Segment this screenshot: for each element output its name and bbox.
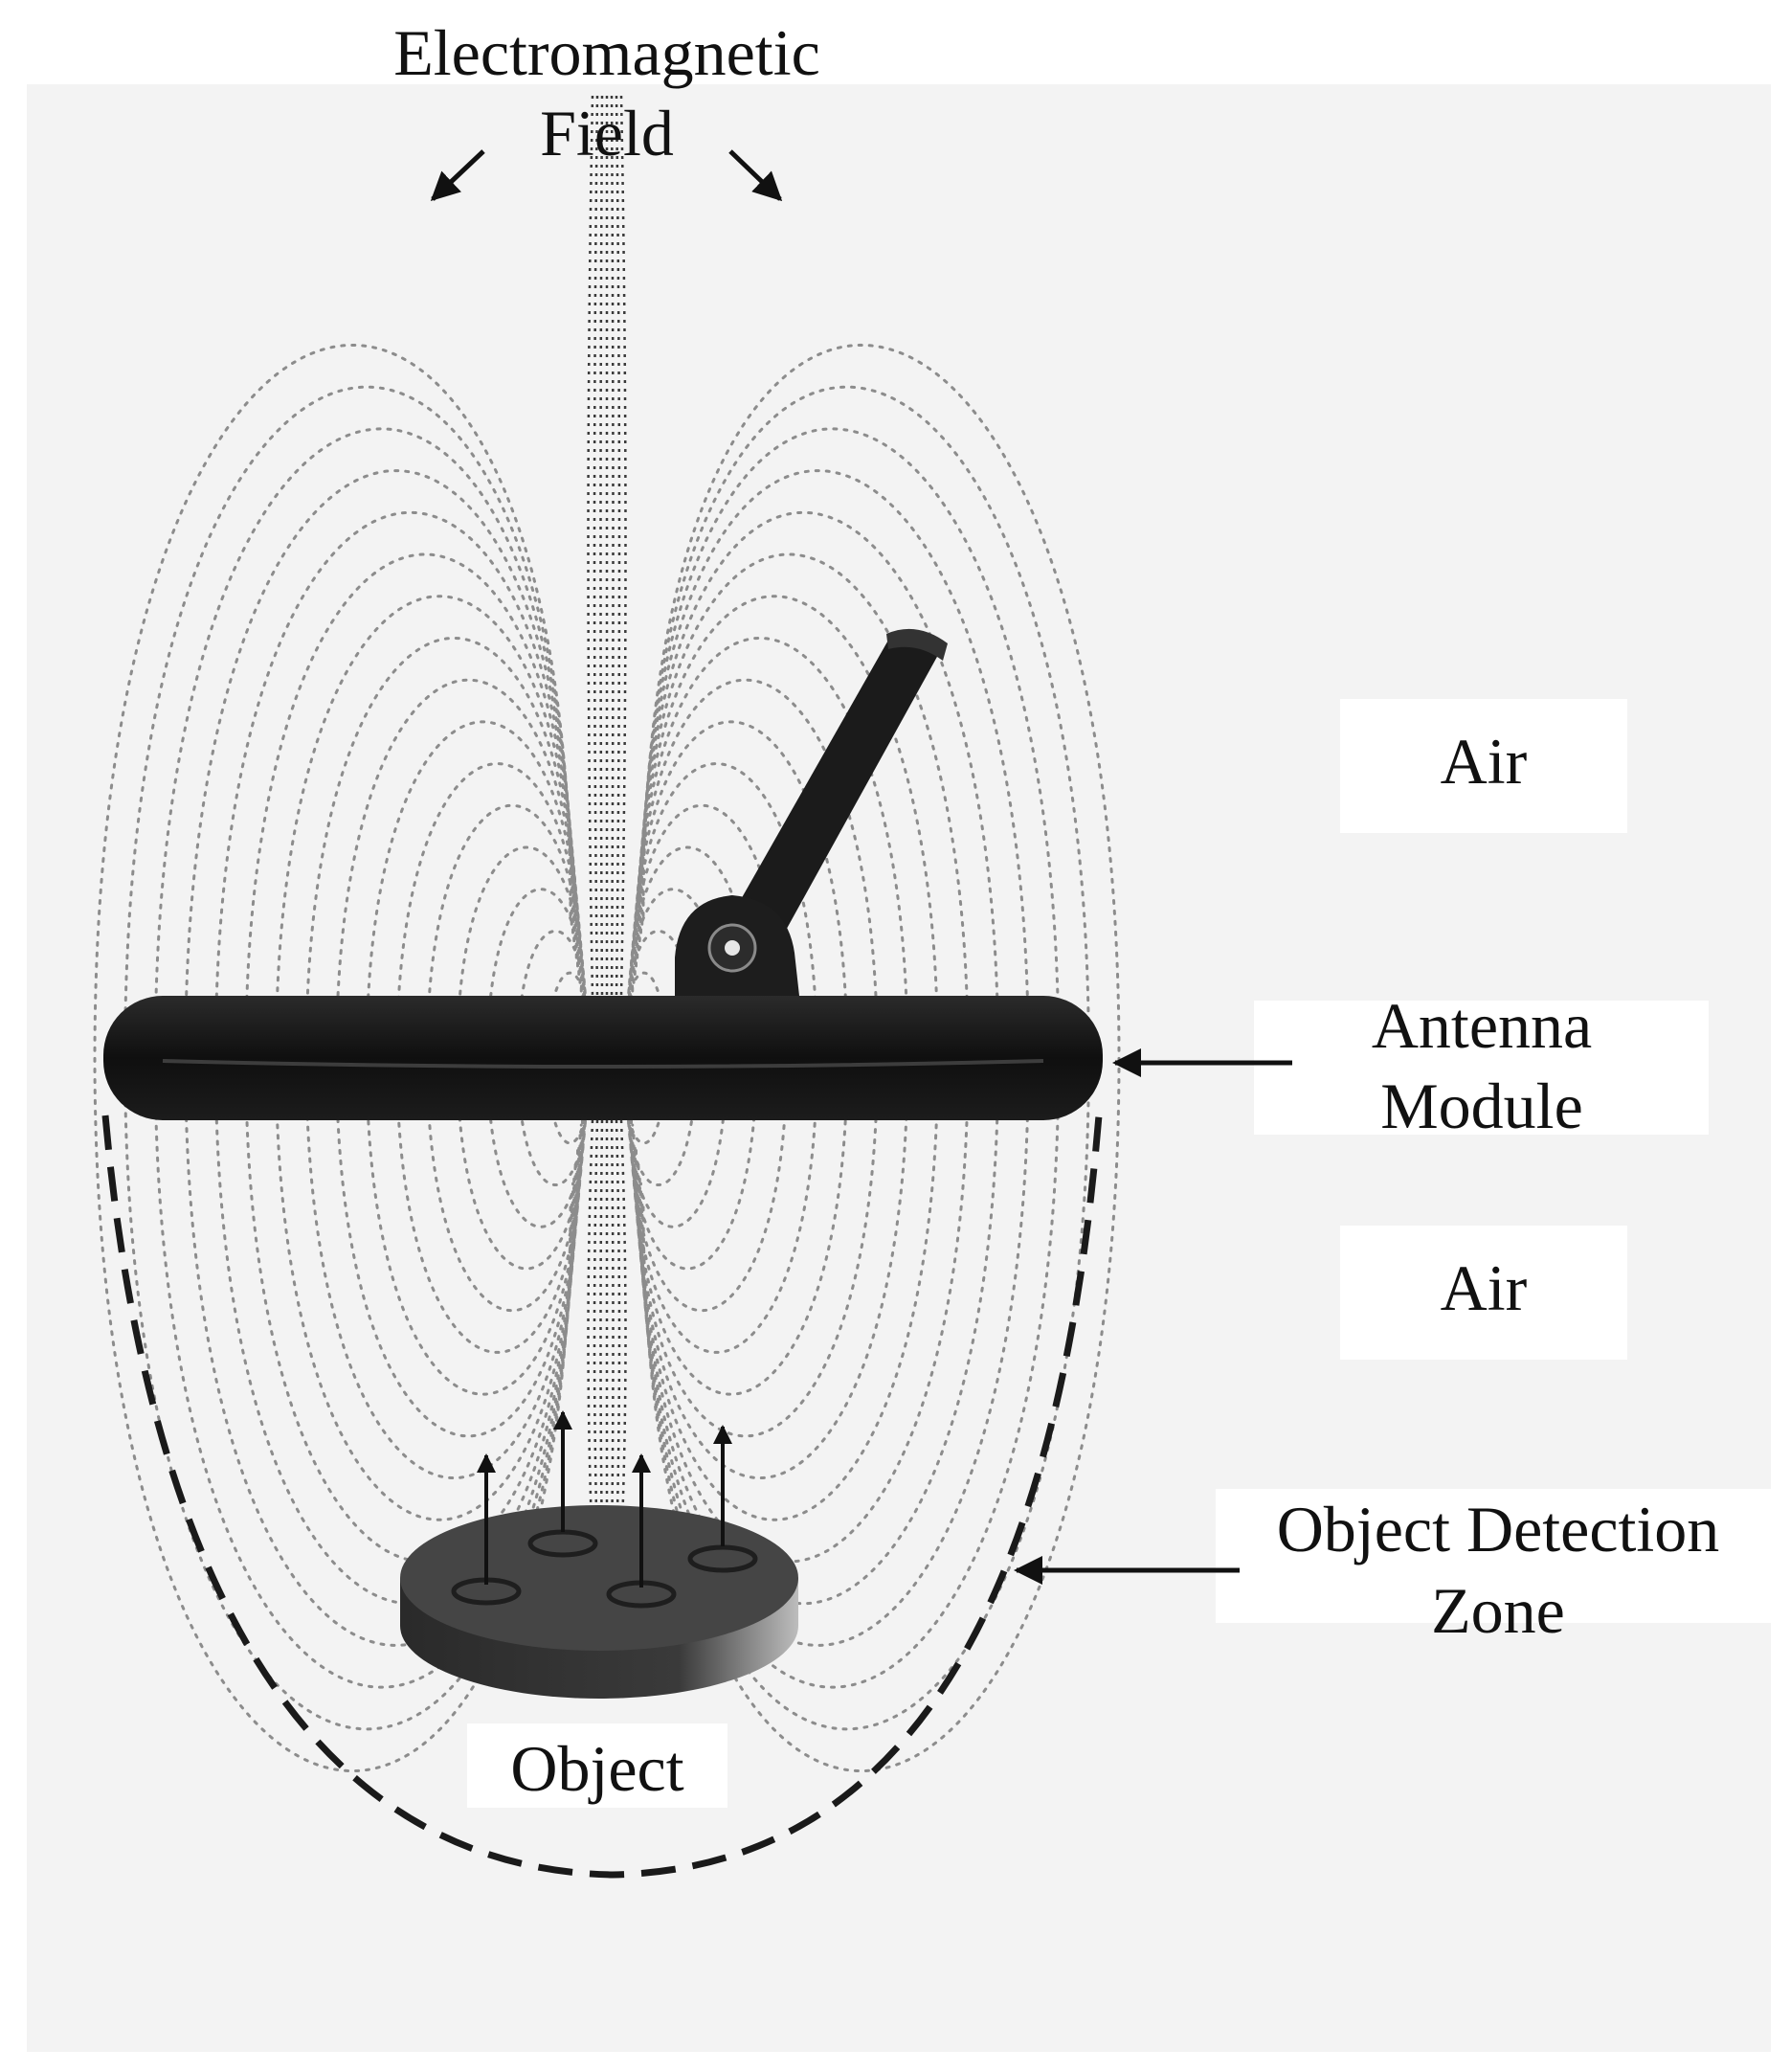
pivot-icon	[707, 923, 757, 973]
antenna-coil-highlight	[162, 1059, 1044, 1069]
object-detection-zone-boundary	[101, 1115, 1103, 1879]
field-line	[395, 762, 584, 1354]
arrow-icon	[728, 149, 783, 202]
label-antenna-module-background	[1254, 1001, 1709, 1135]
arrow-icon	[430, 149, 485, 202]
field-line	[93, 344, 572, 1772]
field-line	[274, 595, 579, 1521]
label-electromagnetic-field-line1: Electromagnetic	[393, 16, 820, 89]
eddy-current-arrows	[477, 1410, 732, 1588]
field-line	[633, 637, 909, 1479]
central-field-line	[593, 1119, 599, 1552]
central-field-line	[610, 95, 615, 997]
label-object-background	[467, 1723, 727, 1808]
central-field-line	[587, 95, 594, 997]
field-line	[630, 762, 818, 1354]
central-field-line	[599, 95, 604, 997]
label-air-top-background	[1340, 699, 1627, 833]
detector-handle-shaft	[720, 637, 943, 953]
field-line	[628, 803, 789, 1313]
central-field-line	[615, 95, 621, 997]
central-field-line	[619, 95, 627, 997]
label-air-bottom-background	[1340, 1226, 1627, 1360]
label-object-detection-zone-line2: Zone	[1431, 1574, 1565, 1647]
central-field-lines	[587, 95, 627, 1552]
field-line	[425, 803, 586, 1313]
label-air-bottom: Air	[1441, 1251, 1528, 1324]
field-line	[304, 637, 581, 1479]
label-object: Object	[510, 1732, 683, 1805]
central-field-line	[615, 1119, 621, 1552]
label-object-detection-zone-line1: Object Detection	[1277, 1493, 1720, 1565]
object-disk	[400, 1505, 798, 1699]
central-field-line	[619, 1119, 627, 1552]
field-line	[640, 385, 1090, 1731]
label-air-top: Air	[1441, 725, 1528, 798]
label-object-detection-zone-background	[1216, 1489, 1771, 1623]
central-field-line	[593, 95, 599, 997]
detector-handle-end	[886, 628, 948, 661]
label-antenna-module-line2: Module	[1380, 1070, 1583, 1142]
central-field-line	[599, 1119, 604, 1552]
central-field-line	[587, 1119, 594, 1552]
field-line	[635, 595, 940, 1521]
central-field-line	[610, 1119, 615, 1552]
label-electromagnetic-field-line2: Field	[540, 97, 674, 169]
label-antenna-module-line1: Antenna	[1372, 989, 1592, 1062]
antenna-coil	[103, 996, 1103, 1120]
